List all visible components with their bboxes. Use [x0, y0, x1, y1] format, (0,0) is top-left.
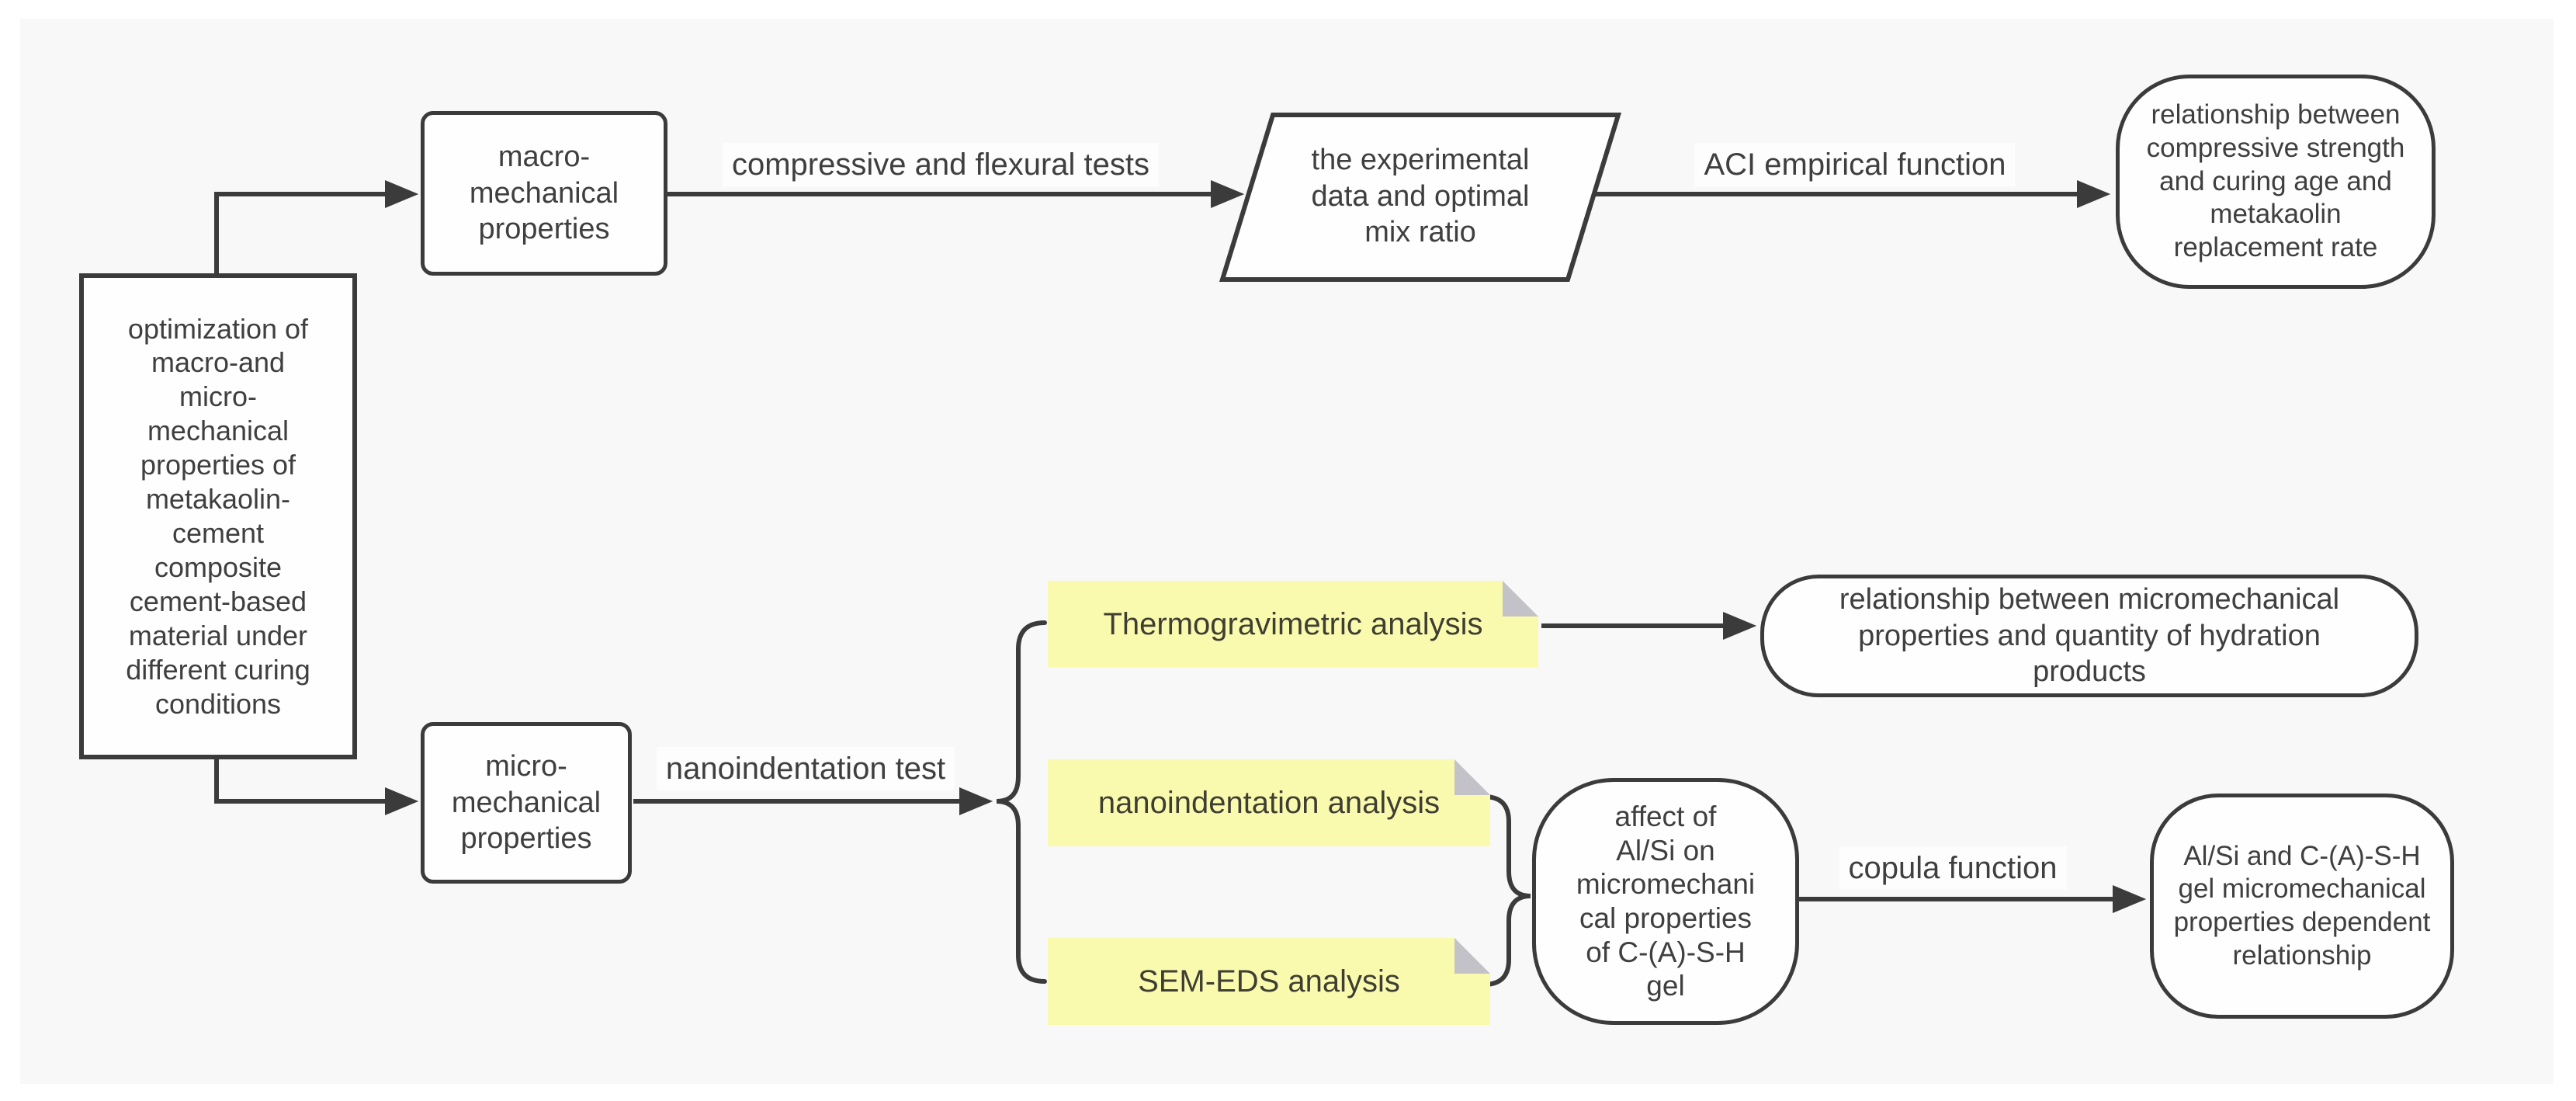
micro-properties-node: micro- mechanical properties — [421, 722, 632, 884]
elbow-connector-root-to-micro — [214, 759, 419, 815]
tga-note-label: Thermogravimetric analysis — [1103, 606, 1483, 641]
sem-eds-note: SEM-EDS analysis — [1048, 938, 1490, 1025]
dependent-result-node: Al/Si and C-(A)-S-H gel micromechanical … — [2150, 794, 2454, 1019]
nanoindentation-note-label: nanoindentation analysis — [1097, 785, 1441, 820]
hydration-result-node: relationship between micromechanical pro… — [1760, 575, 2418, 697]
experimental-data-node: the experimental data and optimal mix ra… — [1311, 144, 1530, 249]
edge-label-copula-function: copula function — [1839, 846, 2067, 890]
aci-result-node: relationship between compressive strengt… — [2116, 75, 2436, 289]
nanoindentation-note: nanoindentation analysis — [1048, 759, 1490, 846]
brace-right-icon — [1482, 794, 1531, 987]
sem-eds-note-label: SEM-EDS analysis — [1138, 964, 1400, 999]
edge-label-aci-function: ACI empirical function — [1694, 143, 2016, 186]
root-objective-node: optimization of macro-and micro- mechani… — [79, 273, 357, 759]
tga-note: Thermogravimetric analysis — [1048, 581, 1538, 668]
alsi-effect-node: affect of Al/Si on micromechani cal prop… — [1532, 778, 1799, 1025]
parallelogram-shape — [1219, 113, 1622, 282]
macro-properties-node: macro- mechanical properties — [421, 111, 667, 276]
elbow-connector-root-to-macro — [214, 180, 419, 273]
brace-left-icon — [996, 620, 1047, 984]
edge-label-nanoindentation-test: nanoindentation test — [656, 747, 955, 790]
edge-label-compressive-tests: compressive and flexural tests — [722, 143, 1160, 186]
